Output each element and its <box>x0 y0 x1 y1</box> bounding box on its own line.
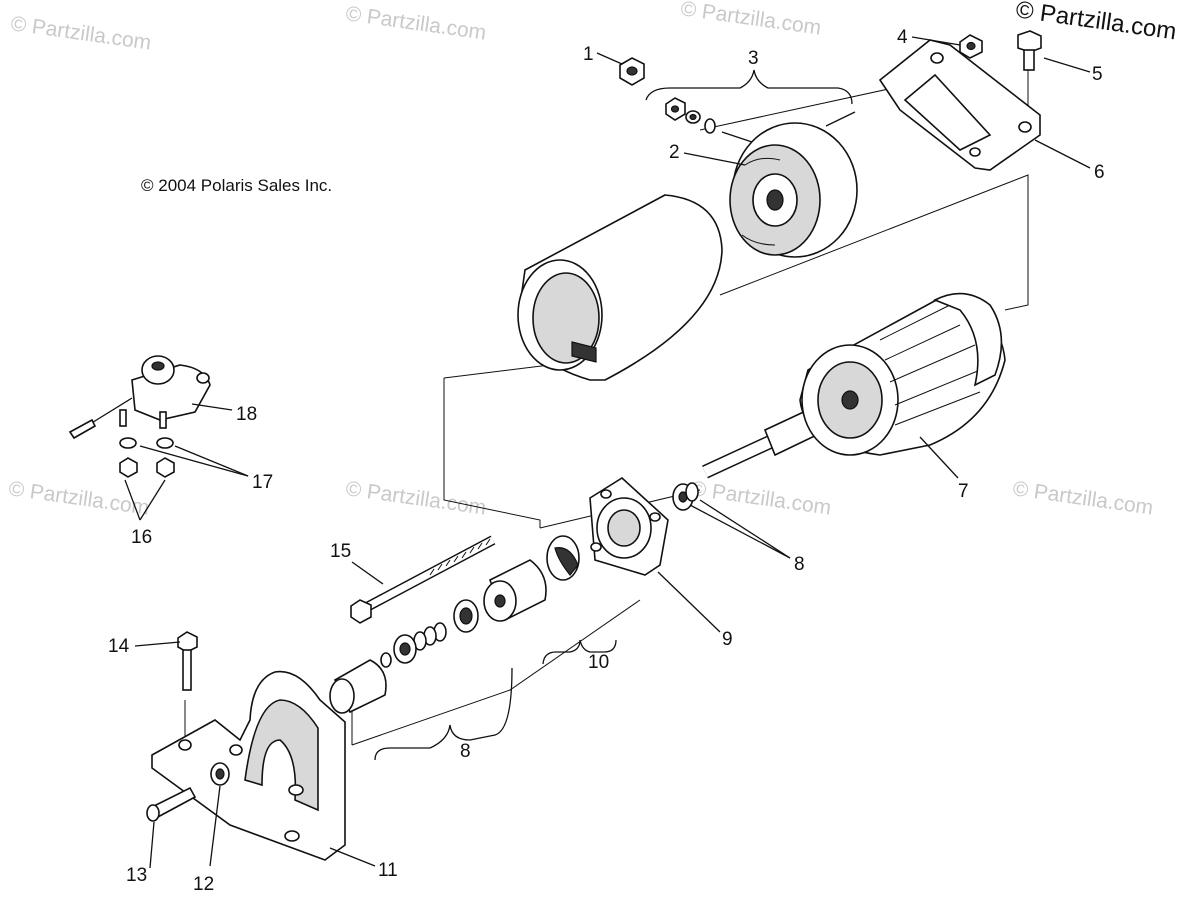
callout-17: 17 <box>252 472 273 493</box>
part-15-through-bolt <box>350 535 496 624</box>
watermark-mid-left: © Partzilla.com <box>7 477 150 519</box>
callout-14: 14 <box>108 636 130 657</box>
callout-9: 9 <box>722 629 733 650</box>
part-1-nut <box>619 57 645 86</box>
callout-18: 18 <box>236 404 257 425</box>
watermark-far-right: © Partzilla.com <box>1011 477 1154 519</box>
callout-8-lower: 8 <box>460 741 471 762</box>
callout-16: 16 <box>131 527 152 548</box>
copyright-text: © 2004 Polaris Sales Inc. <box>141 176 332 195</box>
callout-15: 15 <box>330 541 351 562</box>
callout-10: 10 <box>588 652 609 673</box>
callout-7: 7 <box>958 481 969 502</box>
motor-housing <box>517 194 723 381</box>
callout-3: 3 <box>748 48 759 69</box>
callout-8-upper: 8 <box>794 554 805 575</box>
part-10-drive-set <box>483 535 580 622</box>
part-8-drive-lower <box>329 599 479 714</box>
callout-13: 13 <box>126 865 147 886</box>
callout-12: 12 <box>193 874 214 895</box>
watermark-mid-right: © Partzilla.com <box>689 477 832 519</box>
watermark-top-center: © Partzilla.com <box>344 2 487 44</box>
part-4-nut <box>959 34 983 59</box>
watermark-top-right: © Partzilla.com <box>679 0 822 40</box>
callout-4: 4 <box>897 27 908 48</box>
part-7-armature <box>702 292 1006 479</box>
part-2-end-cap <box>721 111 858 258</box>
part-5-bolt <box>1017 30 1042 71</box>
part-11-lower-bracket <box>151 670 346 861</box>
callout-6: 6 <box>1094 162 1105 183</box>
watermark-top-left: © Partzilla.com <box>9 12 152 54</box>
watermark-mid-center: © Partzilla.com <box>344 477 487 519</box>
leader-lines <box>124 36 1091 869</box>
part-8-washers-upper <box>672 482 699 511</box>
part-16-nuts <box>119 457 175 478</box>
part-18-solenoid <box>68 355 211 440</box>
callout-5: 5 <box>1092 64 1103 85</box>
callout-2: 2 <box>669 142 680 163</box>
callout-labels: 1 2 3 4 5 6 7 8 8 9 10 11 12 13 14 15 16… <box>108 27 1105 895</box>
part-17-washers <box>119 437 174 449</box>
part-9-drive-end-plate <box>589 476 669 576</box>
part-6-mount-bracket <box>878 39 1041 171</box>
callout-11: 11 <box>378 860 398 881</box>
callout-1: 1 <box>583 44 594 65</box>
part-14-bolt <box>177 631 198 691</box>
part-3-hardware-set <box>665 97 716 134</box>
part-12-washer <box>210 762 230 786</box>
part-13-screw <box>146 786 197 822</box>
